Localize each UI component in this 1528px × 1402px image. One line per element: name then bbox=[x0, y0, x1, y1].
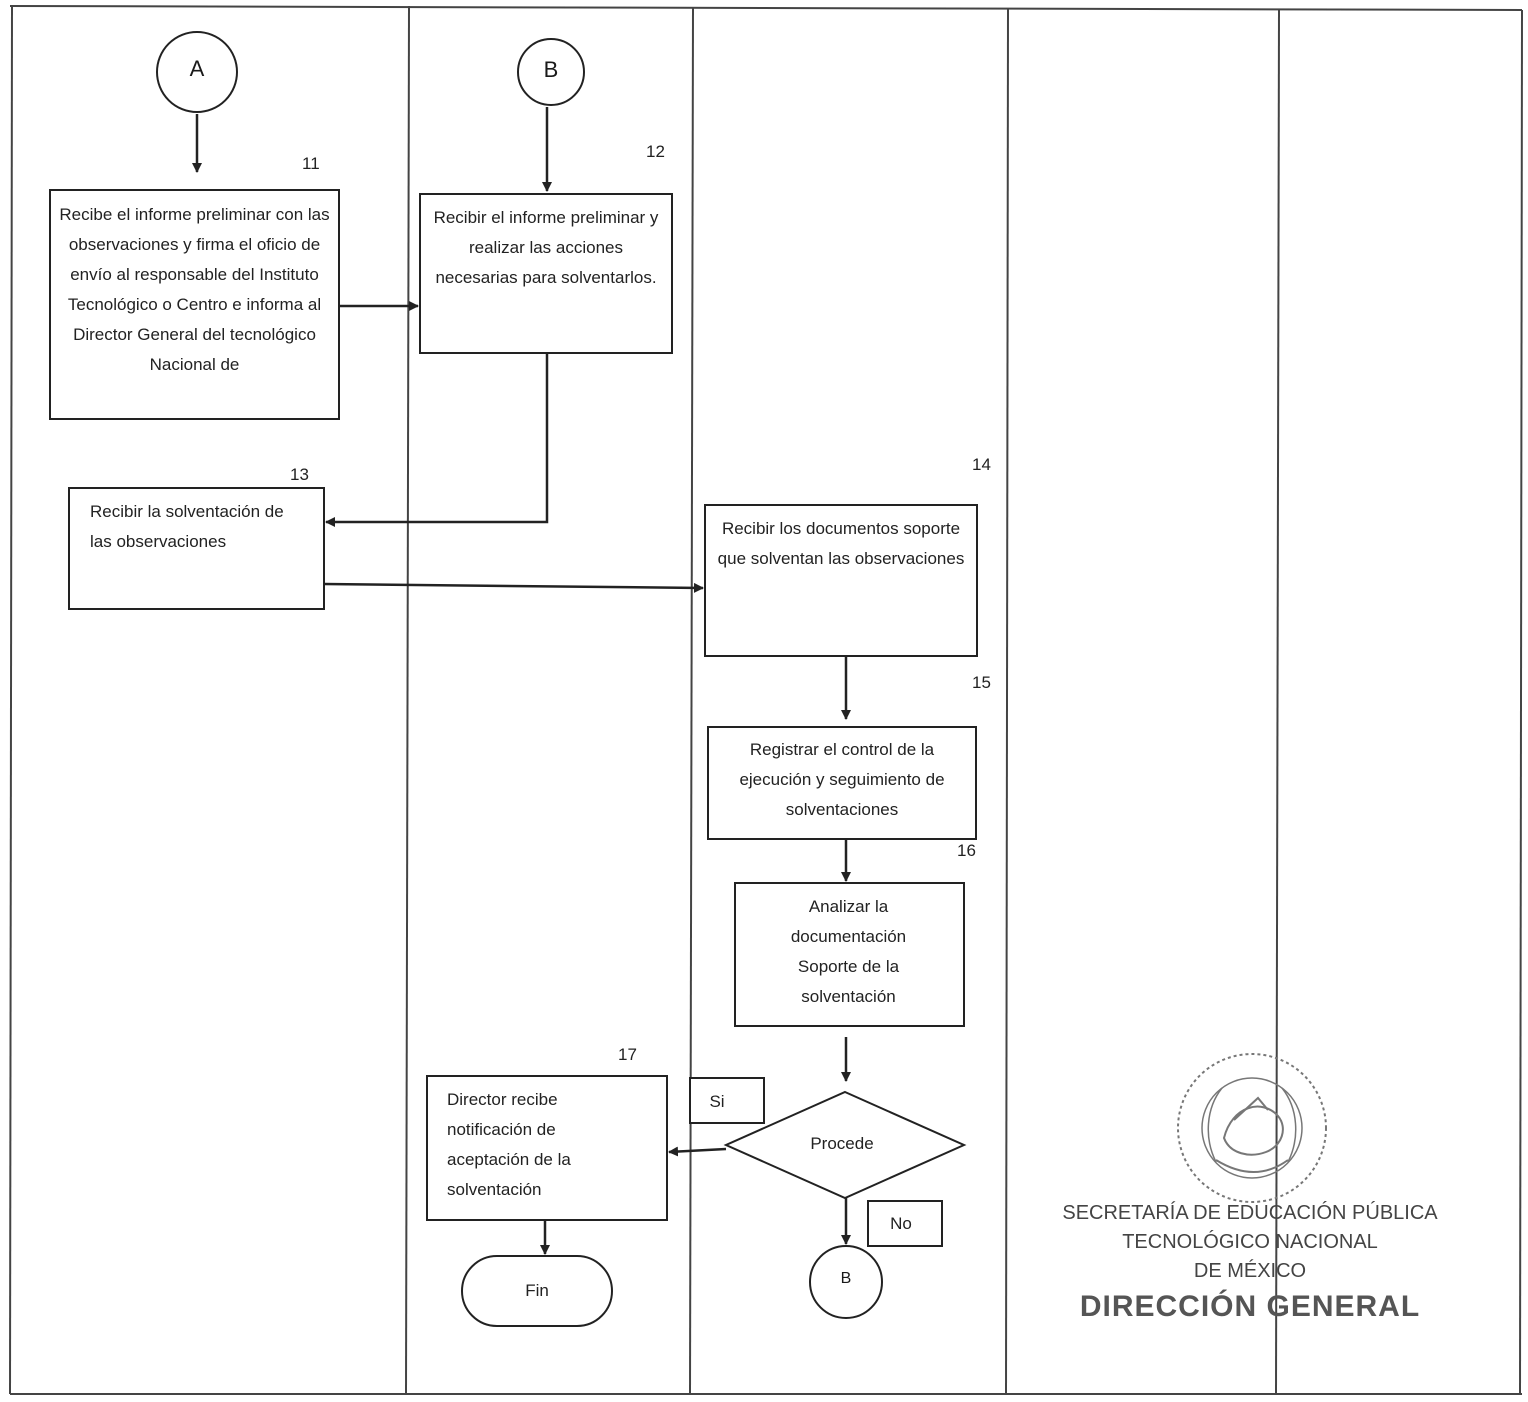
step-16-number: 16 bbox=[957, 841, 976, 860]
step-11-number: 11 bbox=[302, 154, 320, 173]
step-14-text: Recibir los documentos soporte que solve… bbox=[717, 519, 965, 568]
no-label-box bbox=[867, 1200, 943, 1247]
step-14-number: 14 bbox=[972, 455, 991, 474]
connector-a bbox=[156, 31, 238, 113]
arrow-decision-to-17 bbox=[668, 1146, 727, 1157]
connector-b-top bbox=[517, 38, 585, 106]
seal-line-1: SECRETARÍA DE EDUCACIÓN PÚBLICA bbox=[1062, 1202, 1438, 1224]
step-15-number: 15 bbox=[972, 673, 991, 692]
seal-line-3: DE MÉXICO bbox=[1193, 1260, 1307, 1282]
connector-b-bottom-label: B bbox=[840, 1270, 852, 1287]
connector-b-bottom bbox=[809, 1245, 883, 1319]
step-11-box bbox=[49, 189, 340, 420]
step-13-text: Recibir la solventación de las observaci… bbox=[90, 502, 284, 551]
yes-label-box bbox=[689, 1077, 765, 1124]
no-label: No bbox=[890, 1214, 912, 1233]
seal-emblem bbox=[1177, 1053, 1327, 1203]
lane-divider-3 bbox=[1005, 8, 1009, 1395]
step-13-box bbox=[68, 487, 325, 610]
step-13-number: 13 bbox=[290, 465, 309, 484]
step-12-text: Recibir el informe preliminar y realizar… bbox=[433, 208, 659, 287]
lane-divider-1 bbox=[405, 5, 410, 1395]
decision-label: Procede bbox=[810, 1134, 874, 1153]
connector-a-label: A bbox=[189, 56, 205, 81]
step-17-text: Director recibe notificación de aceptaci… bbox=[447, 1090, 571, 1199]
lane-divider-4 bbox=[1275, 9, 1280, 1395]
step-15-box bbox=[707, 726, 977, 840]
lane-right-border bbox=[1519, 9, 1523, 1395]
seal-line-4: DIRECCIÓN GENERAL bbox=[1079, 1290, 1421, 1323]
seal-line-2: TECNOLÓGICO NACIONAL bbox=[1122, 1231, 1378, 1253]
step-15-text: Registrar el control de la ejecución y s… bbox=[739, 740, 945, 819]
end-label: Fin bbox=[525, 1281, 549, 1300]
arrow-13-to-14 bbox=[323, 582, 704, 593]
step-16-text: Analizar la documentación Soporte de la … bbox=[790, 897, 907, 1006]
step-12-box bbox=[419, 193, 673, 354]
step-14-box bbox=[704, 504, 978, 657]
end-terminator bbox=[461, 1255, 613, 1327]
step-11-text: Recibe el informe preliminar con las obs… bbox=[59, 205, 330, 374]
arrow-12-to-13 bbox=[325, 353, 549, 527]
yes-label: Si bbox=[709, 1092, 725, 1111]
step-12-number: 12 bbox=[646, 142, 665, 161]
lane-divider-2 bbox=[689, 7, 694, 1395]
step-17-box bbox=[426, 1075, 668, 1221]
step-17-number: 17 bbox=[618, 1045, 637, 1064]
connector-b-top-label: B bbox=[543, 57, 559, 82]
step-16-box bbox=[734, 882, 965, 1027]
lane-left-border bbox=[9, 5, 13, 1395]
lane-top-border bbox=[9, 5, 1523, 11]
